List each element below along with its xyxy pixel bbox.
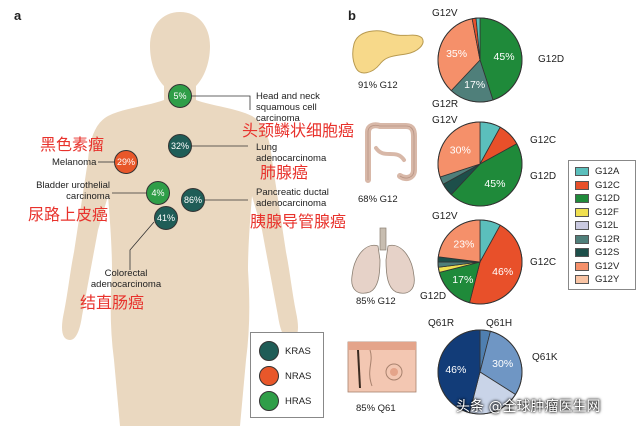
mutation-legend-g12a: G12A [575, 166, 619, 177]
label-melanoma: Melanoma [52, 157, 97, 168]
caption-colon: 68% G12 [358, 194, 398, 205]
mutation-legend-swatch [575, 261, 589, 271]
pie3-outline [437, 329, 523, 415]
cn-head-neck: 头颈鳞状细胞癌 [242, 121, 355, 140]
mutation-legend-label: G12Y [595, 274, 620, 285]
mutation-legend-g12l: G12L [575, 220, 618, 231]
cn-bladder: 尿路上皮癌 [28, 205, 109, 224]
mutation-legend-label: G12A [595, 166, 620, 177]
pie3-label-q61r: Q61R [428, 318, 455, 329]
pie3-value-q61r: 46% [445, 364, 466, 376]
gene-legend-label: NRAS [285, 370, 312, 382]
gene-legend-kras: KRAS [259, 341, 311, 361]
mutation-legend-g12c: G12C [575, 180, 620, 191]
mutation-legend-label: G12C [595, 179, 620, 191]
mutation-legend-label: G12S [595, 247, 620, 258]
cn-pancreatic: 胰腺导管腺癌 [250, 212, 347, 231]
pie2-value-g12v: 23% [453, 239, 474, 251]
cn-colorectal: 结直肠癌 [80, 293, 145, 312]
site-circle-pancreatic: 86% [181, 188, 205, 212]
pie1-value-g12v: 30% [450, 145, 471, 157]
gene-legend-dot [259, 366, 279, 386]
site-circle-bladder: 4% [146, 181, 170, 205]
site-circle-melanoma: 29% [114, 150, 138, 174]
mutation-legend-label: G12D [595, 193, 620, 204]
body-silhouette [62, 12, 298, 426]
pie2-value-g12d: 17% [452, 274, 473, 286]
pie0-label-g12v: G12V [432, 8, 458, 19]
mutation-legend-swatch [575, 234, 589, 244]
pie2-value-g12c: 46% [492, 266, 513, 278]
caption-lung: 85% G12 [356, 296, 396, 307]
gene-legend-nras: NRAS [259, 366, 311, 386]
pie0-label-g12d: G12D [538, 54, 565, 65]
mutation-legend-g12v: G12V [575, 261, 619, 272]
site-circle-lung: 32% [168, 134, 192, 158]
pie3-label-q61k: Q61K [532, 352, 558, 363]
pie3-value-q61k: 30% [492, 358, 513, 370]
mutation-legend-swatch [575, 194, 589, 203]
mutation-legend-swatch [575, 180, 589, 190]
pie1-label-g12c: G12C [530, 135, 557, 146]
mutation-legend-g12r: G12R [575, 234, 620, 245]
mutation-legend-label: G12F [595, 206, 619, 218]
lung-illustration [351, 227, 415, 294]
pie1-value-g12d: 45% [484, 178, 505, 190]
pie2-label-g12c: G12C [530, 257, 557, 268]
mutation-legend-swatch [575, 248, 589, 257]
gene-legend: KRAS NRAS HRAS [250, 332, 324, 418]
gene-legend-dot [259, 341, 279, 361]
pie1-label-g12d: G12D [530, 171, 557, 182]
gene-legend-label: KRAS [285, 345, 311, 357]
pie2-label-g12d: G12D [420, 291, 447, 302]
pie3-label-q61h: Q61H [486, 318, 513, 329]
pie0-outline [437, 17, 523, 103]
mutation-legend-g12f: G12F [575, 207, 619, 218]
pie1-outline [437, 121, 523, 207]
panel-a-letter: a [14, 8, 22, 23]
mutation-legend-swatch [575, 207, 589, 217]
mutation-legend-swatch [575, 167, 589, 176]
mutation-legend-label: G12V [595, 260, 620, 272]
body-leader-lines [98, 95, 251, 270]
pie0-label-g12r: G12R [432, 99, 459, 110]
site-circle-head-neck: 5% [168, 84, 192, 108]
pie0-value-g12r: 17% [464, 79, 485, 91]
mutation-legend: G12A G12C G12D G12F G12L G12R G12S G12V G12Y [568, 160, 636, 290]
mutation-legend-g12y: G12Y [575, 274, 619, 285]
skin-illustration [347, 341, 417, 393]
watermark: 头条 @全球肿瘤医生网 [456, 399, 601, 415]
caption-pancreas: 91% G12 [358, 80, 398, 91]
gene-legend-dot [259, 391, 279, 411]
pie1-label-g12v: G12V [432, 115, 458, 126]
site-circle-colorectal: 41% [154, 206, 178, 230]
colon-illustration [365, 122, 417, 183]
panel-b-letter: b [348, 8, 356, 23]
caption-skin: 85% Q61 [356, 403, 396, 414]
cn-melanoma: 黑色素瘤 [40, 135, 105, 154]
mutation-legend-g12s: G12S [575, 247, 619, 258]
gene-legend-label: HRAS [285, 395, 312, 407]
pancreas-illustration [352, 30, 424, 74]
mutation-legend-swatch [575, 275, 589, 284]
pie0-value-g12d: 45% [494, 51, 515, 63]
mutation-legend-g12d: G12D [575, 193, 620, 204]
pie2-outline [437, 219, 523, 305]
pie2-label-g12v: G12V [432, 211, 458, 222]
mutation-legend-swatch [575, 221, 589, 230]
mutation-legend-label: G12L [595, 220, 619, 231]
pie0-value-g12v: 35% [446, 48, 467, 60]
cn-lung: 肺腺癌 [260, 163, 309, 182]
gene-legend-hras: HRAS [259, 391, 311, 411]
mutation-legend-label: G12R [595, 233, 620, 245]
